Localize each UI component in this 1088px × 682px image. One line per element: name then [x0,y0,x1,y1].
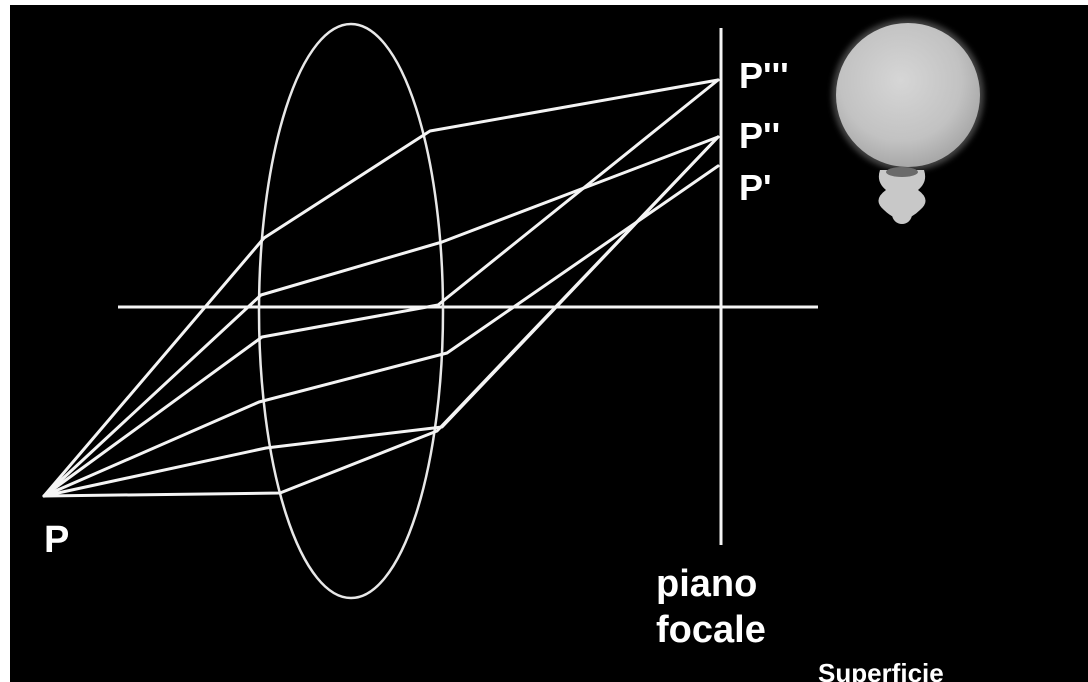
ray [42,135,720,498]
label-focale: focale [656,609,766,651]
label-piano: piano [656,563,757,605]
ray [42,164,720,498]
ray [42,135,720,498]
ray [42,78,720,498]
label-p-triple-prime: P''' [739,55,789,96]
label-p: P [44,519,69,561]
light-bulb-icon [832,19,984,224]
lens-ellipse [257,22,445,600]
label-p-double-prime: P'' [739,115,780,156]
light-rays [42,78,720,498]
label-superficie: Superficie [818,658,944,682]
ray [42,78,720,498]
label-p-prime: P' [739,167,772,208]
